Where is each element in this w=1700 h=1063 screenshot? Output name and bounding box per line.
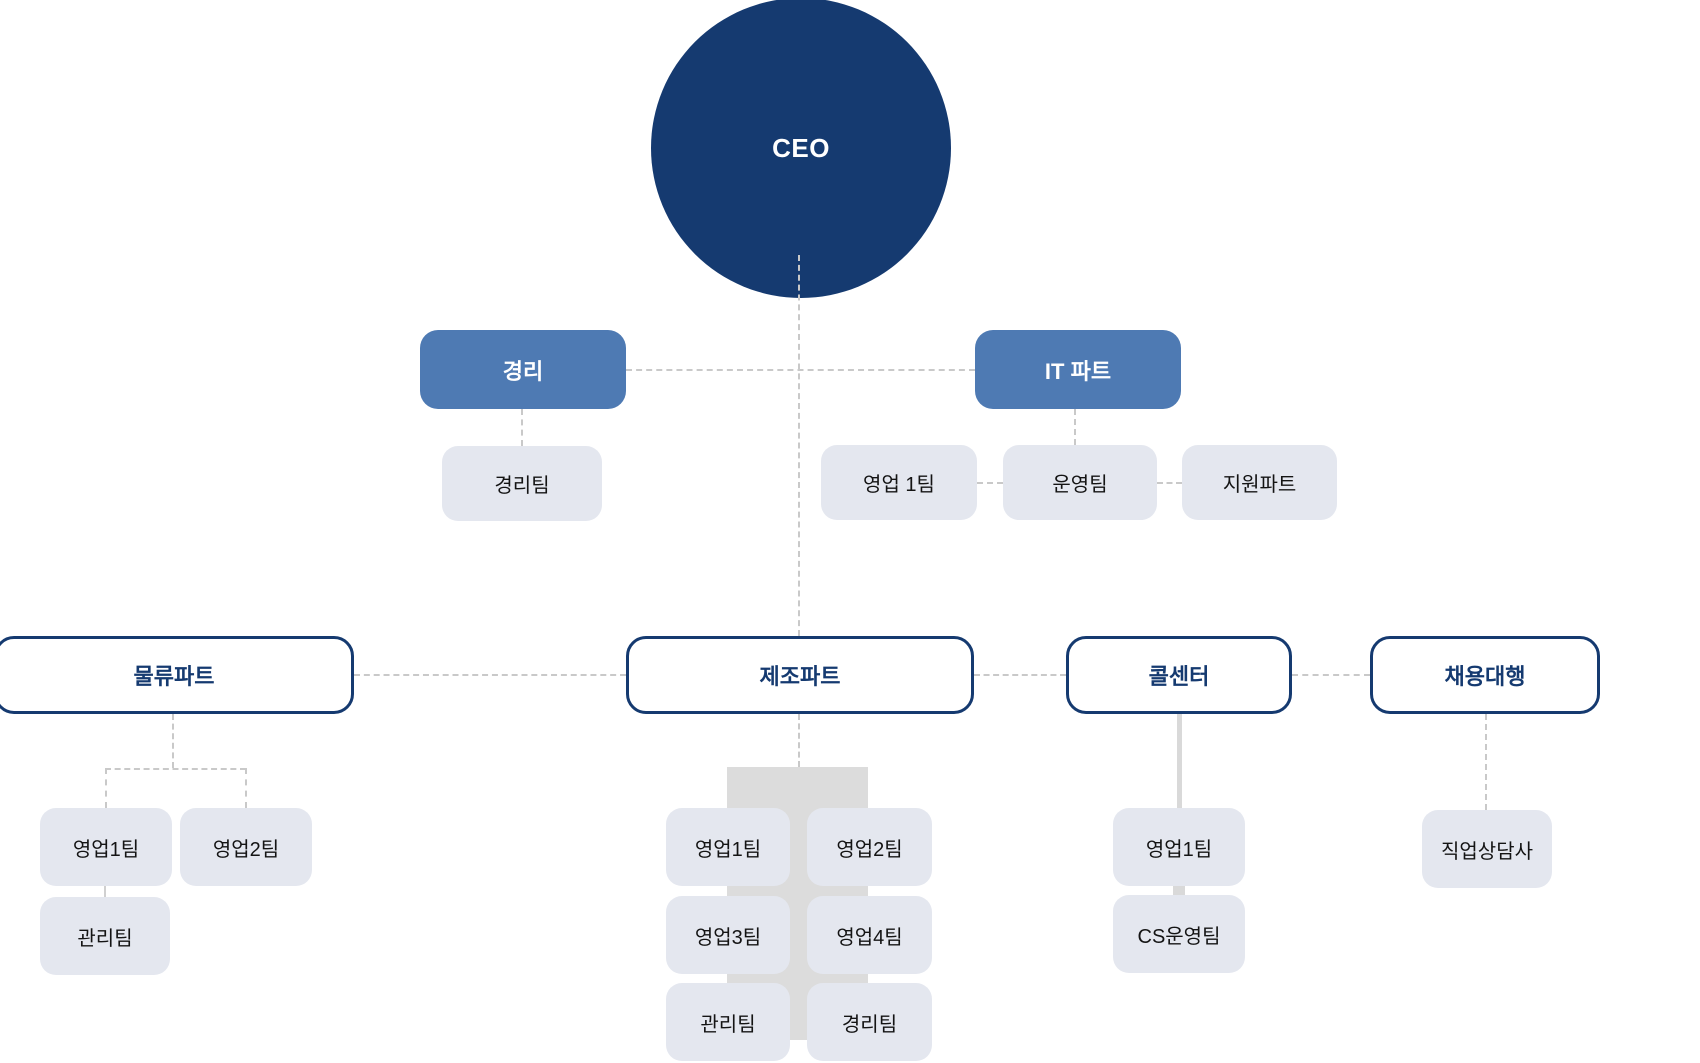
team-manufacturing-sales1-label: 영업1팀 bbox=[694, 838, 762, 861]
team-manufacturing-sales2-node: 영업2팀 bbox=[807, 808, 932, 886]
team-manufacturing-sales4-node: 영업4팀 bbox=[807, 896, 932, 974]
team-it-support-label: 지원파트 bbox=[1222, 474, 1297, 496]
team-logistics-sales2-node: 영업2팀 bbox=[180, 808, 312, 886]
team-manufacturing-accounting-label: 경리팀 bbox=[841, 1013, 898, 1036]
division-manufacturing-node: 제조파트 bbox=[626, 636, 974, 714]
team-callcenter-cs-ops-label: CS운영팀 bbox=[1137, 925, 1221, 948]
team-logistics-sales1-node: 영업1팀 bbox=[40, 808, 172, 886]
team-manufacturing-sales2-label: 영업2팀 bbox=[836, 838, 903, 861]
dept-it-node: IT 파트 bbox=[975, 330, 1181, 409]
connector-staff-horizontal bbox=[626, 369, 975, 371]
connector-logistics-manufacturing bbox=[354, 674, 626, 676]
team-it-operations-label: 운영팀 bbox=[1052, 474, 1108, 496]
division-logistics-node: 물류파트 bbox=[0, 636, 354, 714]
connector-callcenter-recruiting bbox=[1292, 674, 1370, 676]
connector-accounting-child bbox=[521, 409, 523, 446]
connector-it-ops-support bbox=[1157, 482, 1182, 484]
team-manufacturing-accounting-node: 경리팀 bbox=[807, 983, 932, 1061]
division-callcenter-label: 콜센터 bbox=[1148, 664, 1210, 689]
team-callcenter-sales1-node: 영업1팀 bbox=[1113, 808, 1245, 886]
connector-manufacturing-callcenter bbox=[974, 674, 1066, 676]
team-logistics-admin-node: 관리팀 bbox=[40, 897, 170, 975]
dept-it-label: IT 파트 bbox=[1044, 358, 1112, 384]
connector-callcenter-cs bbox=[1173, 886, 1185, 895]
connector-logistics-branch bbox=[105, 768, 246, 770]
team-logistics-sales2-label: 영업2팀 bbox=[212, 838, 280, 861]
team-manufacturing-sales3-label: 영업3팀 bbox=[694, 926, 762, 949]
connector-recruiting-stem bbox=[1485, 714, 1487, 810]
team-callcenter-sales1-label: 영업1팀 bbox=[1145, 838, 1213, 861]
team-it-sales1-label: 영업 1팀 bbox=[863, 474, 935, 496]
team-accounting-team-node: 경리팀 bbox=[442, 446, 602, 521]
team-manufacturing-sales1-node: 영업1팀 bbox=[666, 808, 790, 886]
connector-logistics-stem bbox=[172, 714, 174, 768]
dept-accounting-label: 경리 bbox=[502, 358, 544, 384]
division-recruiting-label: 채용대행 bbox=[1444, 664, 1526, 689]
team-it-support-node: 지원파트 bbox=[1182, 445, 1337, 520]
connector-manufacturing-stem bbox=[798, 714, 800, 767]
dept-accounting-node: 경리 bbox=[420, 330, 626, 409]
team-manufacturing-admin-node: 관리팀 bbox=[666, 983, 790, 1061]
team-manufacturing-sales3-node: 영업3팀 bbox=[666, 896, 790, 974]
team-logistics-sales1-label: 영업1팀 bbox=[72, 838, 140, 861]
connector-callcenter-stem bbox=[1177, 714, 1182, 808]
connector-logistics-admin bbox=[104, 886, 106, 897]
team-accounting-team-label: 경리팀 bbox=[494, 475, 550, 497]
division-callcenter-node: 콜센터 bbox=[1066, 636, 1292, 714]
team-it-sales1-node: 영업 1팀 bbox=[821, 445, 977, 520]
team-manufacturing-sales4-label: 영업4팀 bbox=[836, 926, 903, 949]
division-manufacturing-label: 제조파트 bbox=[759, 664, 841, 689]
connector-ceo-vertical bbox=[798, 255, 800, 636]
connector-logistics-branch-right bbox=[245, 768, 247, 808]
team-logistics-admin-label: 관리팀 bbox=[77, 927, 133, 950]
team-recruiting-counselor-node: 직업상담사 bbox=[1422, 810, 1552, 888]
ceo-node: CEO bbox=[651, 0, 951, 298]
connector-logistics-branch-left bbox=[105, 768, 107, 808]
team-callcenter-cs-ops-node: CS운영팀 bbox=[1113, 895, 1245, 973]
division-logistics-label: 물류파트 bbox=[133, 664, 215, 689]
team-manufacturing-admin-label: 관리팀 bbox=[700, 1013, 756, 1036]
connector-it-child bbox=[1074, 409, 1076, 445]
division-recruiting-node: 채용대행 bbox=[1370, 636, 1600, 714]
team-it-operations-node: 운영팀 bbox=[1003, 445, 1157, 520]
team-recruiting-counselor-label: 직업상담사 bbox=[1441, 840, 1533, 863]
ceo-label: CEO bbox=[772, 132, 830, 163]
connector-it-sales1-ops bbox=[977, 482, 1003, 484]
